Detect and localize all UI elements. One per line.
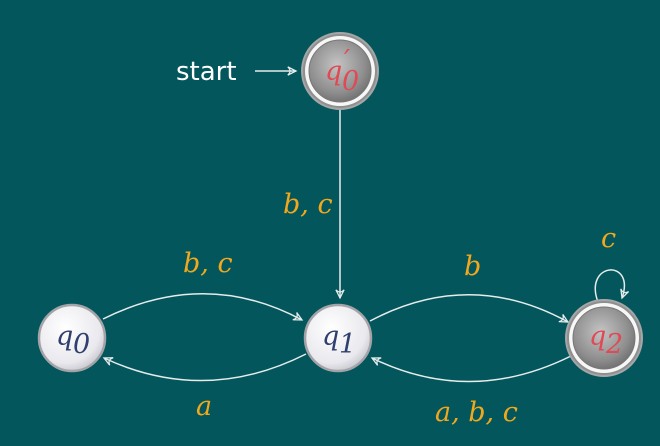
label-q0p-q1: b, c bbox=[283, 189, 333, 220]
state-q0: q 0 bbox=[37, 303, 107, 373]
state-q0-prime-mark: ′ bbox=[344, 45, 350, 76]
state-q1: q 1 bbox=[303, 303, 373, 373]
edge-q1-q2 bbox=[369, 294, 570, 323]
state-q1-sub: 1 bbox=[339, 329, 356, 360]
state-q2-sub: 2 bbox=[605, 329, 623, 360]
state-q2-base: q bbox=[589, 321, 606, 352]
state-q0-prime-base: q bbox=[325, 56, 342, 87]
label-q1-q0: a bbox=[196, 391, 212, 422]
state-q0-prime-sub: 0 bbox=[342, 66, 359, 97]
edge-q1-q0 bbox=[102, 353, 307, 382]
start-label: start bbox=[176, 57, 237, 87]
edge-q2-q2 bbox=[594, 269, 630, 303]
edge-q0-q1 bbox=[102, 293, 304, 321]
state-q0-sub: 0 bbox=[73, 329, 90, 360]
label-q1-q2: b bbox=[464, 251, 481, 282]
state-q2: q 2 bbox=[565, 299, 643, 377]
label-q0-q1: b, c bbox=[183, 248, 233, 279]
edge-q2-q1 bbox=[370, 355, 572, 383]
state-q1-base: q bbox=[322, 321, 339, 352]
state-q0-prime: q ′ 0 bbox=[301, 32, 379, 110]
label-q2-q2: c bbox=[601, 223, 616, 254]
label-q2-q1: a, b, c bbox=[435, 397, 518, 428]
state-q0-base: q bbox=[56, 321, 73, 352]
